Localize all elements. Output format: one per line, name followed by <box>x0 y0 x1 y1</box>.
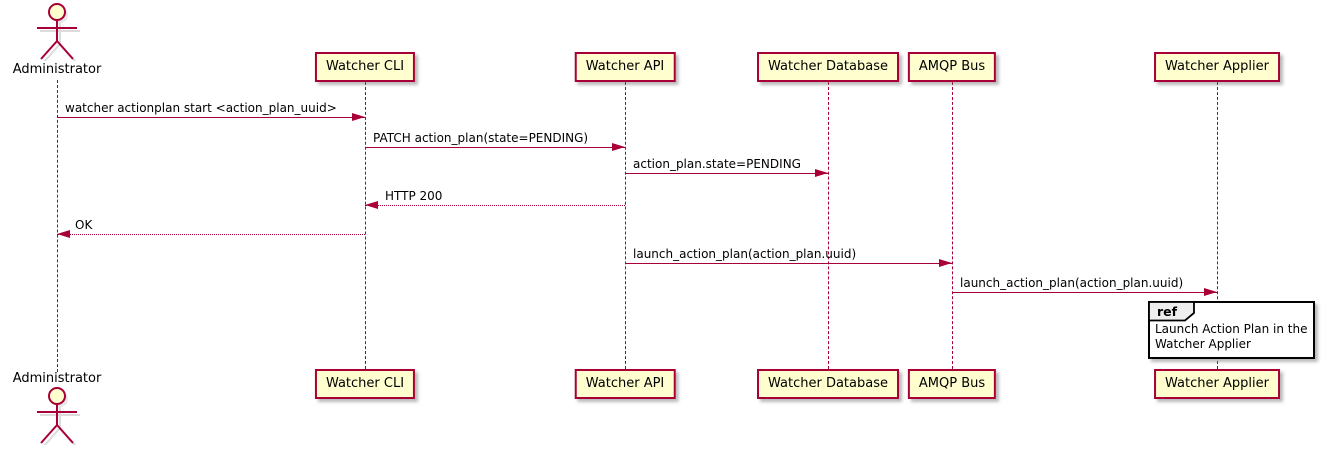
message-line <box>57 117 365 118</box>
participant-label: Watcher Applier <box>1165 59 1269 74</box>
ref-keyword: ref <box>1157 304 1178 319</box>
message-label: HTTP 200 <box>385 189 443 203</box>
message-line <box>57 234 365 235</box>
participant-box-watcher-cli-bottom: Watcher CLI <box>314 369 416 399</box>
ref-text-line: Launch Action Plan in the <box>1155 322 1308 336</box>
message-line <box>625 173 828 174</box>
arrowhead-right-icon <box>939 259 952 267</box>
lifeline-watcher-cli <box>365 82 366 369</box>
participant-label: Watcher API <box>585 59 665 74</box>
lifeline-amqp-bus <box>952 82 953 369</box>
participant-label: Watcher API <box>585 376 665 391</box>
actor-icon <box>37 3 80 61</box>
message-label: launch_action_plan(action_plan.uuid) <box>960 276 1184 290</box>
participant-label: Watcher Database <box>768 59 888 74</box>
participant-label: AMQP Bus <box>918 376 986 391</box>
arrowhead-left-icon <box>57 230 70 238</box>
participant-box-watcher-applier-top: Watcher Applier <box>1154 52 1280 82</box>
message-label: PATCH action_plan(state=PENDING) <box>373 131 589 145</box>
message-label: action_plan.state=PENDING <box>633 157 801 171</box>
participant-label: Watcher Applier <box>1165 376 1269 391</box>
ref-body: Launch Action Plan in the Watcher Applie… <box>1150 303 1313 357</box>
participant-box-watcher-applier-bottom: Watcher Applier <box>1154 369 1280 399</box>
participant-box-watcher-database-bottom: Watcher Database <box>757 369 899 399</box>
message-label: OK <box>75 218 93 232</box>
ref-fragment: ref Launch Action Plan in the Watcher Ap… <box>1148 301 1316 359</box>
message-label: launch_action_plan(action_plan.uuid) <box>633 247 857 261</box>
participant-box-amqp-bus-top: AMQP Bus <box>907 52 997 82</box>
message-label: watcher actionplan start <action_plan_uu… <box>65 101 337 115</box>
lifeline-watcher-api <box>625 82 626 369</box>
message-line <box>365 205 625 206</box>
actor-label: Administrator <box>12 371 102 386</box>
message-line <box>625 263 952 264</box>
participant-box-amqp-bus-bottom: AMQP Bus <box>907 369 997 399</box>
lifeline-watcher-applier <box>1217 82 1218 369</box>
arrowhead-right-icon <box>1204 288 1217 296</box>
participant-label: Watcher CLI <box>325 376 405 391</box>
participant-label: AMQP Bus <box>918 59 986 74</box>
participant-label: Watcher Database <box>768 376 888 391</box>
arrowhead-right-icon <box>815 169 828 177</box>
lifeline-watcher-database <box>828 82 829 369</box>
actor-label: Administrator <box>12 62 102 77</box>
actor-icon <box>37 387 80 445</box>
participant-box-watcher-cli-top: Watcher CLI <box>314 52 416 82</box>
ref-text-line: Watcher Applier <box>1155 337 1251 351</box>
ref-tab-icon: ref <box>1148 301 1195 322</box>
message-line <box>365 147 625 148</box>
participant-box-watcher-api-bottom: Watcher API <box>574 369 676 399</box>
participant-box-watcher-api-top: Watcher API <box>574 52 676 82</box>
arrowhead-right-icon <box>612 143 625 151</box>
participant-label: Watcher CLI <box>325 59 405 74</box>
participant-box-watcher-database-top: Watcher Database <box>757 52 899 82</box>
arrowhead-right-icon <box>352 113 365 121</box>
message-line <box>952 292 1217 293</box>
lifeline-administrator <box>57 80 58 372</box>
arrowhead-left-icon <box>365 201 378 209</box>
